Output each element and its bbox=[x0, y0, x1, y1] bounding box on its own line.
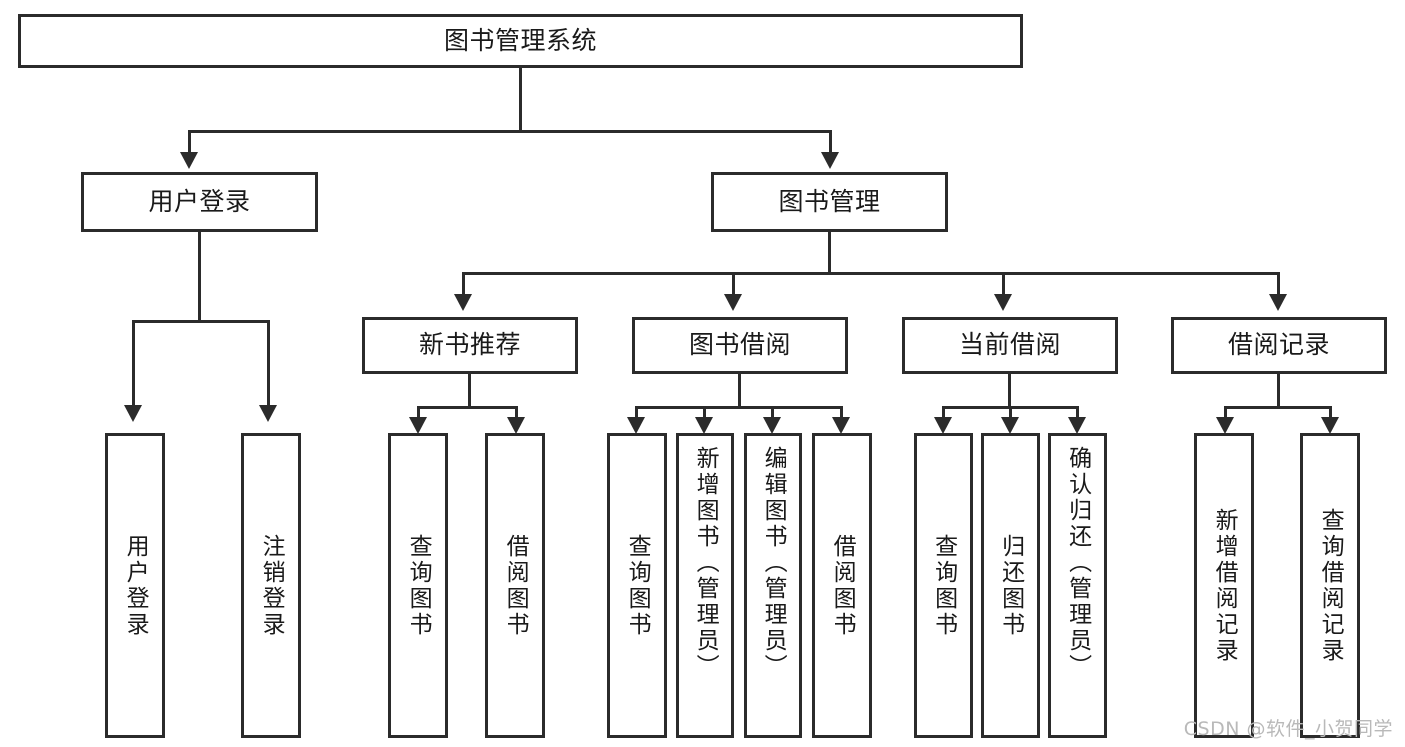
connector-new-book-leaf-2 bbox=[515, 406, 518, 420]
connector-book-borrow-leaf-1 bbox=[635, 406, 638, 420]
connector-borrow-record-leaf-1 bbox=[1224, 406, 1227, 420]
leaf-label: 查询图书 bbox=[624, 533, 651, 638]
node-book-borrow[interactable]: 图书借阅 bbox=[632, 317, 848, 374]
connector-to-new-book bbox=[462, 272, 465, 295]
node-label: 图书借阅 bbox=[688, 330, 791, 360]
arrow-to-book-manage bbox=[821, 152, 839, 169]
connector-new-book-bus bbox=[417, 406, 518, 409]
node-user-login[interactable]: 用户登录 bbox=[81, 172, 318, 232]
arrow-to-borrow-record bbox=[1269, 294, 1287, 311]
connector-current-borrow-leaf-2 bbox=[1009, 406, 1012, 420]
connector-to-book-manage bbox=[829, 130, 832, 153]
connector-borrow-record-leaf-2 bbox=[1329, 406, 1332, 420]
connector-book-borrow-leaf-4 bbox=[840, 406, 843, 420]
arrow-to-user-login bbox=[180, 152, 198, 169]
connector-user-login-bus bbox=[132, 320, 270, 323]
leaf-label: 借阅图书 bbox=[829, 533, 856, 638]
connector-book-borrow-bus bbox=[635, 406, 843, 409]
arrow-new-book-leaf-1 bbox=[409, 417, 427, 434]
connector-to-user-login bbox=[188, 130, 191, 153]
connector-book-borrow-stem bbox=[738, 374, 741, 406]
connector-to-current-borrow bbox=[1002, 272, 1005, 295]
node-borrow-record[interactable]: 借阅记录 bbox=[1171, 317, 1387, 374]
arrow-book-borrow-leaf-2 bbox=[695, 417, 713, 434]
arrow-current-borrow-leaf-3 bbox=[1068, 417, 1086, 434]
node-book-management[interactable]: 图书管理 bbox=[711, 172, 948, 232]
connector-user-login-stem bbox=[198, 232, 201, 320]
connector-new-book-leaf-1 bbox=[417, 406, 420, 420]
connector-to-borrow-record bbox=[1277, 272, 1280, 295]
connector-root-bus bbox=[188, 130, 832, 133]
leaf-label: 归还图书 bbox=[997, 533, 1024, 638]
leaf-add-book-admin[interactable]: 新增图书（管理员） bbox=[676, 433, 734, 738]
leaf-label: 确认归还（管理员） bbox=[1064, 446, 1091, 680]
arrow-borrow-record-leaf-2 bbox=[1321, 417, 1339, 434]
leaf-edit-book-admin[interactable]: 编辑图书（管理员） bbox=[744, 433, 802, 738]
arrow-to-new-book bbox=[454, 294, 472, 311]
connector-borrow-record-stem bbox=[1277, 374, 1280, 406]
connector-book-borrow-leaf-2 bbox=[703, 406, 706, 420]
arrow-current-borrow-leaf-1 bbox=[934, 417, 952, 434]
arrow-book-borrow-leaf-3 bbox=[763, 417, 781, 434]
leaf-logout[interactable]: 注销登录 bbox=[241, 433, 301, 738]
leaf-borrow-book[interactable]: 借阅图书 bbox=[812, 433, 872, 738]
node-new-book-recommend[interactable]: 新书推荐 bbox=[362, 317, 578, 374]
leaf-confirm-return-admin[interactable]: 确认归还（管理员） bbox=[1048, 433, 1107, 738]
leaf-borrow-book-recommend[interactable]: 借阅图书 bbox=[485, 433, 545, 738]
arrow-to-current-borrow bbox=[994, 294, 1012, 311]
connector-current-borrow-stem bbox=[1008, 374, 1011, 406]
connector-root-stem bbox=[519, 68, 522, 130]
arrow-user-login-leaf-1 bbox=[124, 405, 142, 422]
leaf-query-borrow-record[interactable]: 查询借阅记录 bbox=[1300, 433, 1360, 738]
arrow-book-borrow-leaf-1 bbox=[627, 417, 645, 434]
connector-borrow-record-bus bbox=[1224, 406, 1332, 409]
leaf-label: 查询图书 bbox=[930, 533, 957, 638]
connector-new-book-stem bbox=[468, 374, 471, 406]
leaf-label: 借阅图书 bbox=[502, 533, 529, 638]
arrow-book-borrow-leaf-4 bbox=[832, 417, 850, 434]
leaf-query-book-recommend[interactable]: 查询图书 bbox=[388, 433, 448, 738]
leaf-add-borrow-record[interactable]: 新增借阅记录 bbox=[1194, 433, 1254, 738]
connector-to-book-borrow bbox=[732, 272, 735, 295]
leaf-label: 查询借阅记录 bbox=[1317, 507, 1344, 664]
node-label: 新书推荐 bbox=[418, 330, 521, 360]
node-label: 借阅记录 bbox=[1227, 330, 1330, 360]
connector-current-borrow-leaf-3 bbox=[1076, 406, 1079, 420]
leaf-query-book-borrow[interactable]: 查询图书 bbox=[607, 433, 667, 738]
leaf-label: 新增借阅记录 bbox=[1211, 507, 1238, 664]
leaf-label: 注销登录 bbox=[258, 533, 285, 638]
node-label: 图书管理 bbox=[778, 186, 881, 216]
leaf-return-book[interactable]: 归还图书 bbox=[981, 433, 1040, 738]
node-current-borrow[interactable]: 当前借阅 bbox=[902, 317, 1118, 374]
leaf-label: 用户登录 bbox=[122, 533, 149, 638]
leaf-label: 查询图书 bbox=[405, 533, 432, 638]
arrow-borrow-record-leaf-1 bbox=[1216, 417, 1234, 434]
leaf-label: 编辑图书（管理员） bbox=[760, 446, 787, 680]
connector-book-manage-stem bbox=[828, 232, 831, 272]
leaf-query-book-current[interactable]: 查询图书 bbox=[914, 433, 973, 738]
node-label: 用户登录 bbox=[148, 186, 251, 216]
arrow-current-borrow-leaf-2 bbox=[1001, 417, 1019, 434]
leaf-user-login[interactable]: 用户登录 bbox=[105, 433, 165, 738]
connector-book-manage-bus bbox=[462, 272, 1280, 275]
node-label: 图书管理系统 bbox=[443, 25, 597, 55]
csdn-watermark: CSDN @软件_小贺同学 bbox=[1183, 718, 1393, 740]
node-label: 当前借阅 bbox=[958, 330, 1061, 360]
connector-book-borrow-leaf-3 bbox=[771, 406, 774, 420]
arrow-user-login-leaf-2 bbox=[259, 405, 277, 422]
node-root-system[interactable]: 图书管理系统 bbox=[18, 14, 1023, 68]
connector-user-login-leaf-2 bbox=[267, 320, 270, 406]
arrow-new-book-leaf-2 bbox=[507, 417, 525, 434]
connector-user-login-leaf-1 bbox=[132, 320, 135, 406]
arrow-to-book-borrow bbox=[724, 294, 742, 311]
connector-current-borrow-leaf-1 bbox=[942, 406, 945, 420]
leaf-label: 新增图书（管理员） bbox=[692, 446, 719, 680]
